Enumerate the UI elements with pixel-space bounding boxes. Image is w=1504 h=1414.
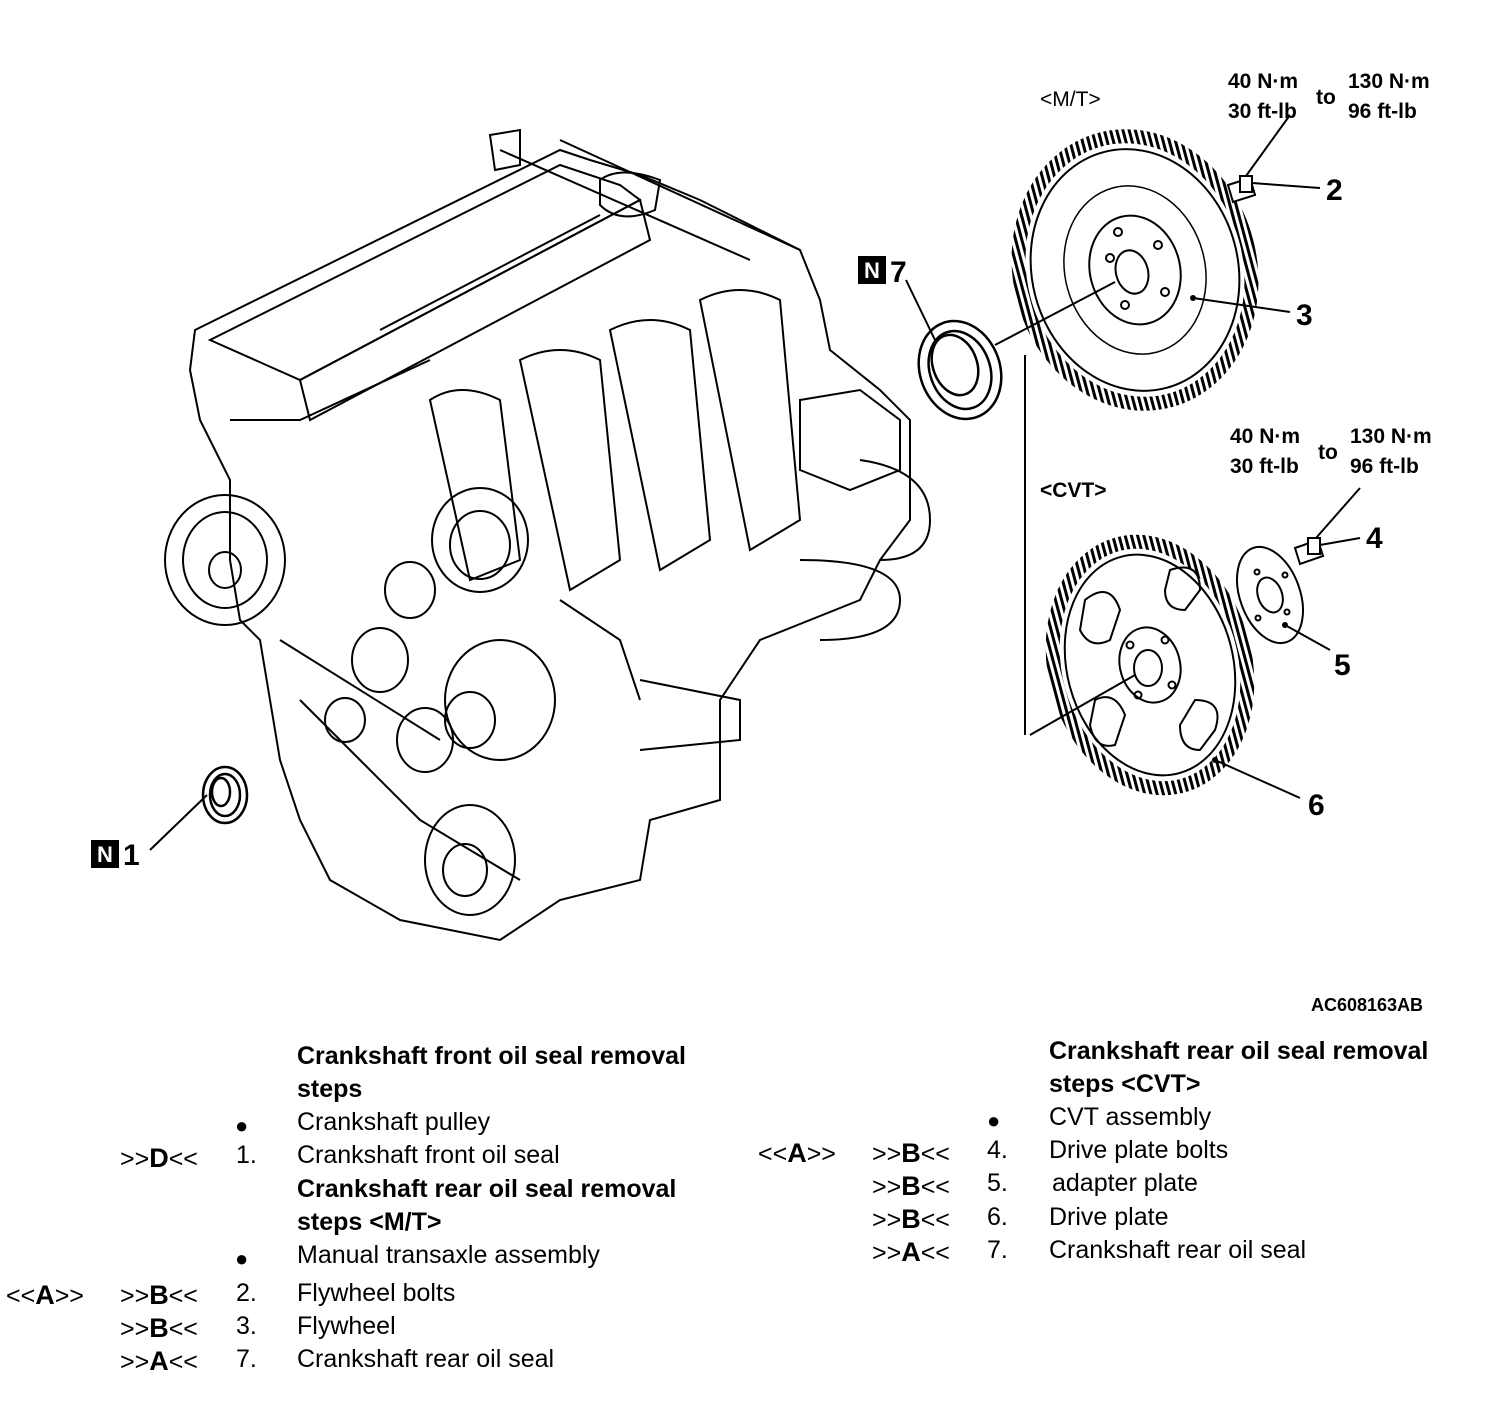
step-text: Crankshaft rear oil seal bbox=[297, 1345, 555, 1373]
step-number: 7. bbox=[236, 1345, 257, 1373]
step-number: 3. bbox=[236, 1312, 257, 1340]
svg-text:to: to bbox=[1318, 441, 1338, 464]
leader-line-6 bbox=[1214, 759, 1301, 799]
callout-6: 6 bbox=[1308, 789, 1325, 822]
svg-text:130 N·m: 130 N·m bbox=[1350, 425, 1432, 448]
exploded-view-diagram: N 1 N 7 3 2 bbox=[91, 70, 1432, 942]
step-text: Drive plate bbox=[1049, 1203, 1169, 1231]
front-heading-line2: steps bbox=[297, 1075, 363, 1103]
adapter-plate bbox=[1236, 545, 1304, 645]
svg-text:96 ft-lb: 96 ft-lb bbox=[1350, 455, 1419, 478]
step-text: Flywheel bolts bbox=[297, 1279, 456, 1307]
leader-line-7 bbox=[905, 279, 936, 341]
svg-text:40 N·m: 40 N·m bbox=[1230, 425, 1300, 448]
rear-oil-seal bbox=[917, 319, 1003, 421]
new-part-mark-1-letter: N bbox=[97, 842, 113, 867]
bullet: ● bbox=[235, 1113, 249, 1138]
step-text: Crankshaft rear oil seal bbox=[1049, 1236, 1307, 1264]
callout-4: 4 bbox=[1366, 522, 1383, 555]
service-marker: >>D<< bbox=[120, 1143, 198, 1173]
callout-3: 3 bbox=[1296, 299, 1313, 332]
step-text: Drive plate bolts bbox=[1049, 1136, 1229, 1164]
new-part-mark-7 bbox=[858, 256, 886, 284]
step-text: Crankshaft front oil seal bbox=[297, 1141, 560, 1169]
svg-text:40 N·m: 40 N·m bbox=[1228, 70, 1298, 93]
callout-1: 1 bbox=[123, 839, 140, 872]
service-marker: >>B<< bbox=[872, 1171, 950, 1201]
svg-text:30 ft-lb: 30 ft-lb bbox=[1228, 100, 1297, 123]
leader-line-2 bbox=[1251, 182, 1321, 189]
rear-mt-heading-line1: Crankshaft rear oil seal removal bbox=[297, 1175, 677, 1203]
step-text: Crankshaft pulley bbox=[297, 1108, 491, 1136]
svg-text:96 ft-lb: 96 ft-lb bbox=[1348, 100, 1417, 123]
torque-leader-cvt bbox=[1315, 487, 1361, 539]
leader-line-1 bbox=[149, 794, 208, 851]
service-marker: >>B<< bbox=[120, 1280, 198, 1310]
step-number: 7. bbox=[987, 1236, 1008, 1264]
service-marker: >>B<< bbox=[872, 1204, 950, 1234]
bullet: ● bbox=[987, 1108, 1001, 1133]
rear-mt-heading-line2: steps <M/T> bbox=[297, 1208, 442, 1236]
leader-line-3 bbox=[1192, 297, 1291, 313]
callout-2: 2 bbox=[1326, 174, 1343, 207]
mt-variant-label: <M/T> bbox=[1040, 88, 1101, 111]
cvt-variant-label: <CVT> bbox=[1040, 479, 1107, 502]
service-marker: >>A<< bbox=[872, 1237, 950, 1267]
service-marker: >>A<< bbox=[120, 1346, 198, 1376]
service-marker: >>B<< bbox=[872, 1138, 950, 1168]
bullet: ● bbox=[235, 1246, 249, 1271]
rear-cvt-heading-line2: steps <CVT> bbox=[1049, 1070, 1201, 1098]
new-part-mark-7-letter: N bbox=[864, 258, 880, 283]
step-number: 2. bbox=[236, 1279, 257, 1307]
leader-line-4 bbox=[1319, 537, 1361, 546]
callout-5: 5 bbox=[1334, 649, 1351, 682]
svg-text:130 N·m: 130 N·m bbox=[1348, 70, 1430, 93]
drive-plate bbox=[1045, 534, 1255, 796]
torque-spec-mt: 40 N·m 30 ft-lb to 130 N·m 96 ft-lb bbox=[1228, 70, 1430, 123]
step-number: 1. bbox=[236, 1141, 257, 1169]
svg-text:30 ft-lb: 30 ft-lb bbox=[1230, 455, 1299, 478]
removal-note-marker: <<A>> bbox=[6, 1280, 84, 1310]
callout-7: 7 bbox=[890, 256, 907, 289]
step-text: Manual transaxle assembly bbox=[297, 1241, 600, 1269]
step-text: Flywheel bbox=[297, 1312, 396, 1340]
step-text: adapter plate bbox=[1052, 1169, 1198, 1197]
svg-text:to: to bbox=[1316, 86, 1336, 109]
step-number: 4. bbox=[987, 1136, 1008, 1164]
leader-line-5 bbox=[1284, 624, 1331, 651]
step-text: CVT assembly bbox=[1049, 1103, 1212, 1131]
service-marker: >>B<< bbox=[120, 1313, 198, 1343]
new-part-mark-1 bbox=[91, 840, 119, 868]
rear-cvt-heading-line1: Crankshaft rear oil seal removal bbox=[1049, 1037, 1429, 1065]
removal-note-marker: <<A>> bbox=[758, 1138, 836, 1168]
flywheel-bolt bbox=[1226, 175, 1257, 204]
flywheel bbox=[1011, 129, 1259, 411]
engine-illustration bbox=[164, 128, 932, 942]
reference-code: AC608163AB bbox=[1311, 995, 1424, 1015]
front-oil-seal bbox=[201, 765, 249, 825]
front-heading-line1: Crankshaft front oil seal removal bbox=[297, 1042, 687, 1070]
step-number: 6. bbox=[987, 1203, 1008, 1231]
step-number: 5. bbox=[987, 1169, 1008, 1197]
torque-leader-mt bbox=[1245, 114, 1291, 177]
drive-plate-bolt bbox=[1293, 537, 1325, 566]
torque-spec-cvt: 40 N·m 30 ft-lb to 130 N·m 96 ft-lb bbox=[1230, 425, 1432, 478]
